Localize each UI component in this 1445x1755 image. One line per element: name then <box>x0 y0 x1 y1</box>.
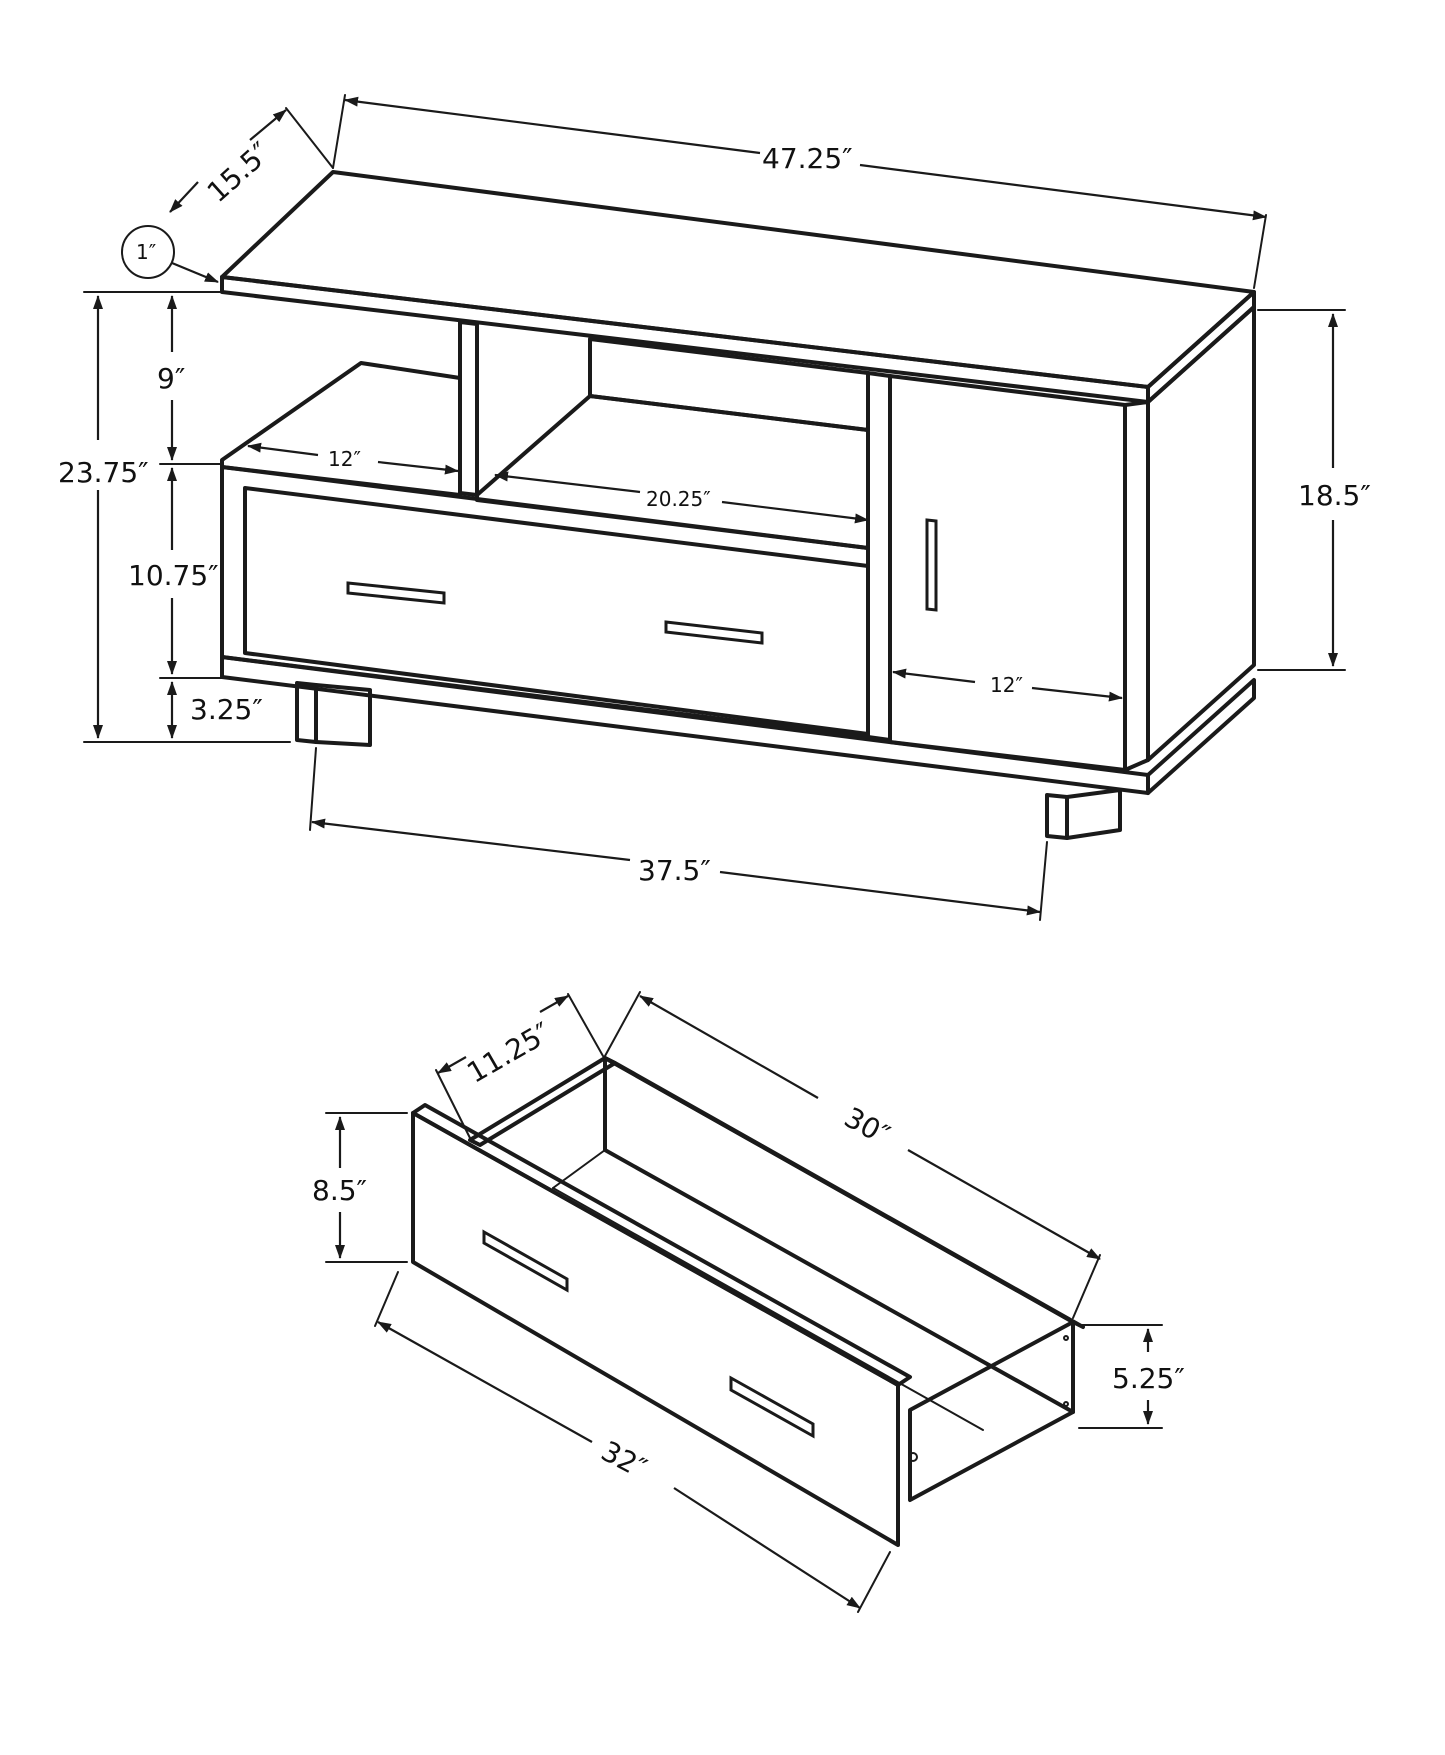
left-divider-panel <box>458 320 479 497</box>
dim-label-drawer-section-height: 10.75″ <box>128 559 219 592</box>
leg-back-right <box>1065 788 1122 840</box>
stand-bottom-side <box>1146 678 1256 795</box>
dim-label-leg-height: 3.25″ <box>190 693 263 726</box>
drawer-back-top-edge <box>603 1056 1085 1329</box>
left-shelf-top <box>220 361 462 497</box>
tv-stand-dimensions: 47.25″ 15.5″ 1″ 23.75″ 9″ 10.75″ 3.25″ 1 <box>58 94 1371 921</box>
dim-label-cabinet-height: 18.5″ <box>1298 479 1371 512</box>
leg-front-right <box>1045 793 1069 840</box>
drawer-panel-handle-upper <box>482 1229 569 1293</box>
dim-line-door-width <box>892 668 976 684</box>
dim-label-drawer-front-length: 32″ <box>596 1434 652 1485</box>
dim-line-drawer-depth <box>539 995 569 1013</box>
door-divider-panel <box>866 371 892 742</box>
leg-front-left <box>295 681 318 744</box>
dim-label-door-width: 12″ <box>990 673 1023 697</box>
dim-line-drawer-box-length <box>639 995 819 1099</box>
dim-label-drawer-front-height: 8.5″ <box>312 1174 367 1207</box>
drawer-panel-handle-lower <box>729 1375 815 1439</box>
dim-line-depth <box>249 109 287 141</box>
drawer-screw-hole <box>908 1452 918 1462</box>
dim-line-width-top <box>344 96 761 155</box>
cabinet-door-edge <box>1123 400 1150 772</box>
dim-label-drawer-box-height: 5.25″ <box>1112 1362 1185 1395</box>
drawer-drawing <box>411 1056 1085 1547</box>
drawer-interior-bottom-edge <box>552 1149 606 1189</box>
dim-label-width-top: 47.25″ <box>762 142 853 175</box>
dim-line-drawer-front-length <box>377 1321 593 1443</box>
leg-back-left <box>314 683 372 747</box>
dim-label-top-thickness: 1″ <box>136 240 156 264</box>
tv-stand-drawing <box>220 170 1256 840</box>
dim-label-open-shelf-height: 9″ <box>157 362 185 395</box>
drawer-back-hole-top <box>1063 1335 1069 1341</box>
cabinet-door <box>888 374 1127 772</box>
door-handle <box>925 518 938 612</box>
dim-label-height-total: 23.75″ <box>58 456 149 489</box>
drawer-handle-left <box>346 581 446 605</box>
drawer-right-side <box>908 1320 1075 1502</box>
top-thickness-callout-circle <box>121 225 175 279</box>
dim-line-shelf-center-width <box>494 471 641 494</box>
dim-label-shelf-center-width: 20.25″ <box>646 487 711 511</box>
drawer-front-top-edge <box>411 1103 912 1387</box>
dim-line-leg-span <box>311 818 631 862</box>
dim-label-drawer-box-length: 30″ <box>839 1101 895 1152</box>
dim-label-drawer-depth: 11.25″ <box>461 1016 556 1090</box>
dim-label-leg-span: 37.5″ <box>638 854 711 887</box>
stand-top-front-edge <box>220 275 1150 404</box>
dim-label-shelf-left-width: 12″ <box>328 447 361 471</box>
dim-label-depth: 15.5″ <box>201 136 277 209</box>
drawer-back-hole-bottom <box>1063 1401 1069 1407</box>
drawer-interior-bottom-line <box>552 1187 984 1431</box>
drawer-handle-right <box>664 620 764 645</box>
dim-line-shelf-left-width <box>247 442 319 457</box>
